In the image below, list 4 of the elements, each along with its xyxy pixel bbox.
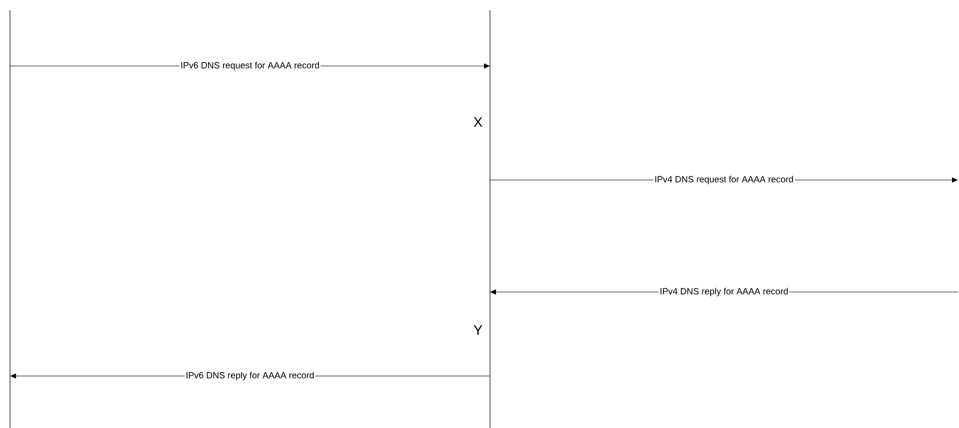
edge-label: IPv4 DNS reply for AAAA record	[658, 286, 790, 298]
edge-label: IPv6 DNS request for AAAA record	[180, 60, 321, 72]
edge-label: IPv6 DNS reply for AAAA record	[184, 370, 316, 382]
edge-label: IPv4 DNS request for AAAA record	[654, 174, 795, 186]
